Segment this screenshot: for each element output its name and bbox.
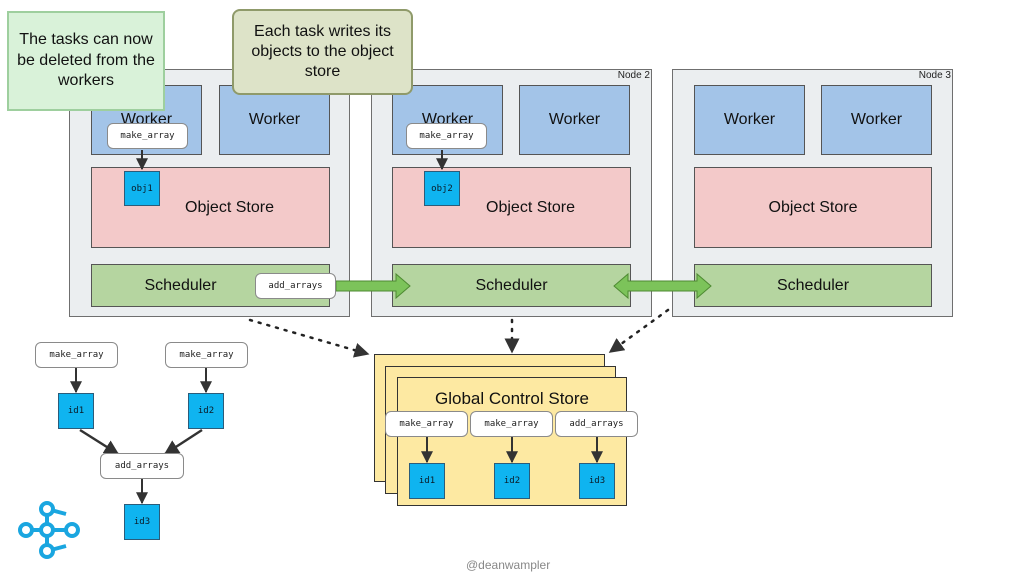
dag-task-a: make_array — [35, 342, 118, 368]
gcs-dotted-link-3 — [608, 308, 670, 354]
object-store-label: Object Store — [486, 198, 575, 216]
dag-combine-task: add_arrays — [100, 453, 184, 479]
node-3-label: Node 3 — [918, 70, 951, 81]
node-1-task-pill: make_array — [107, 123, 188, 149]
object-store-label: Object Store — [185, 198, 274, 216]
ray-logo-icon — [18, 501, 80, 559]
dag-id-a: id1 — [58, 393, 94, 429]
node-2-scheduler: Scheduler — [392, 264, 631, 307]
scheduler-arrow-1-2 — [335, 272, 411, 300]
callout-tasks-deleted-text: The tasks can now be deleted from the wo… — [17, 30, 155, 90]
node-2-object: obj2 — [424, 171, 460, 206]
worker-label: Worker — [850, 111, 903, 128]
scheduler-task-pill: add_arrays — [255, 273, 336, 299]
node-1-object: obj1 — [124, 171, 160, 206]
gcs-dotted-link-1 — [248, 318, 370, 358]
node-3-scheduler: Scheduler — [694, 264, 932, 307]
footer-credit: @deanwampler — [466, 558, 551, 572]
scheduler-label: Scheduler — [475, 276, 548, 294]
gcs-id-1: id1 — [409, 463, 445, 499]
scheduler-arrow-2-3 — [613, 272, 712, 300]
worker-label: Worker — [548, 111, 601, 128]
gcs-task-3: add_arrays — [555, 411, 638, 437]
node-2-label: Node 2 — [617, 70, 650, 81]
node-3-worker-2: Worker — [821, 85, 932, 155]
scheduler-label: Scheduler — [144, 276, 217, 294]
dag-arrow-c — [79, 428, 120, 456]
worker-label: Worker — [723, 111, 776, 128]
gcs-id-2: id2 — [494, 463, 530, 499]
gcs-id-3: id3 — [579, 463, 615, 499]
scheduler-label: Scheduler — [776, 276, 850, 294]
node-2-task-pill: make_array — [406, 123, 487, 149]
node-3-object-store: Object Store — [694, 167, 932, 248]
node-3-worker-1: Worker — [694, 85, 805, 155]
callout-tasks-deleted: The tasks can now be deleted from the wo… — [7, 11, 165, 111]
object-store-label: Object Store — [768, 198, 858, 216]
gcs-title: Global Control Store — [434, 389, 590, 408]
dag-task-b: make_array — [165, 342, 248, 368]
callout-writes-objects-text: Each task writes its objects to the obje… — [251, 23, 394, 80]
gcs-task-2: make_array — [470, 411, 553, 437]
dag-arrow-d — [163, 428, 203, 456]
worker-label: Worker — [248, 111, 301, 128]
node-2-worker-2: Worker — [519, 85, 630, 155]
callout-writes-objects: Each task writes its objects to the obje… — [232, 9, 413, 95]
dag-id-b: id2 — [188, 393, 224, 429]
dag-result-id: id3 — [124, 504, 160, 540]
gcs-task-1: make_array — [385, 411, 468, 437]
